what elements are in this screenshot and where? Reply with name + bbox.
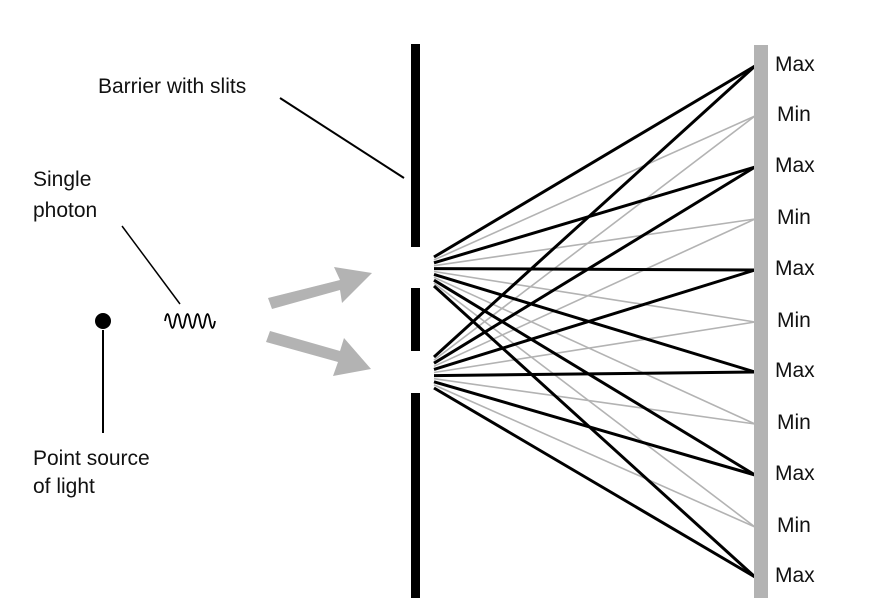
photon-label-line1: Single <box>33 168 92 191</box>
lower-slit-ray-max <box>433 370 756 378</box>
barrier-pointer-line <box>279 97 405 179</box>
upper-slit-ray-max <box>433 278 756 477</box>
upper-slit-ray-min <box>433 270 756 323</box>
upper-slit-ray-min <box>433 218 756 267</box>
detection-screen <box>754 45 768 598</box>
lower-slit-ray-min <box>433 377 756 425</box>
screen-label-max: Max <box>775 359 815 382</box>
upper-slit-ray-min <box>433 276 756 425</box>
screen-label-max: Max <box>775 53 815 76</box>
lower-slit-ray-max <box>433 165 756 365</box>
barrier-middle-segment <box>411 288 420 351</box>
arrow-to-upper-slit <box>268 267 372 309</box>
interference-rays <box>432 64 757 579</box>
point-source-dot <box>95 313 111 329</box>
screen-label-min: Min <box>777 309 811 332</box>
lower-slit-ray-min <box>433 115 756 361</box>
lower-slit-ray-min <box>433 218 756 368</box>
screen-label-min: Min <box>777 103 811 126</box>
upper-slit-ray-min <box>433 282 756 528</box>
arrow-to-lower-slit <box>266 331 371 376</box>
photon-pointer-line <box>121 225 181 305</box>
source-label-line2: of light <box>33 475 95 498</box>
upper-slit-ray-max <box>432 284 757 579</box>
upper-slit-ray-max <box>433 64 756 259</box>
screen-label-max: Max <box>775 462 815 485</box>
screen-label-max: Max <box>775 154 815 177</box>
upper-slit-ray-max <box>433 267 756 272</box>
lower-slit-ray-max <box>433 380 756 477</box>
lower-slit-ray-min <box>433 384 756 528</box>
photon-wave-icon <box>164 313 216 329</box>
screen-label-max: Max <box>775 257 815 280</box>
photon-label-line2: photon <box>33 199 98 222</box>
upper-slit-ray-max <box>433 272 756 374</box>
upper-slit-ray-max <box>433 165 756 265</box>
screen-label-min: Min <box>777 206 811 229</box>
barrier-bottom-segment <box>411 393 420 598</box>
lower-slit-ray-max <box>432 64 757 359</box>
barrier-top-segment <box>411 44 420 247</box>
source-label-line1: Point source <box>33 447 150 470</box>
lower-slit-ray-min <box>433 321 756 374</box>
screen-label-min: Min <box>777 411 811 434</box>
lower-slit-ray-max <box>433 386 756 579</box>
upper-slit-ray-min <box>433 115 756 261</box>
screen-label-min: Min <box>777 514 811 537</box>
screen-label-max: Max <box>775 564 815 587</box>
barrier-label: Barrier with slits <box>98 75 247 98</box>
lower-slit-ray-max <box>433 268 756 371</box>
